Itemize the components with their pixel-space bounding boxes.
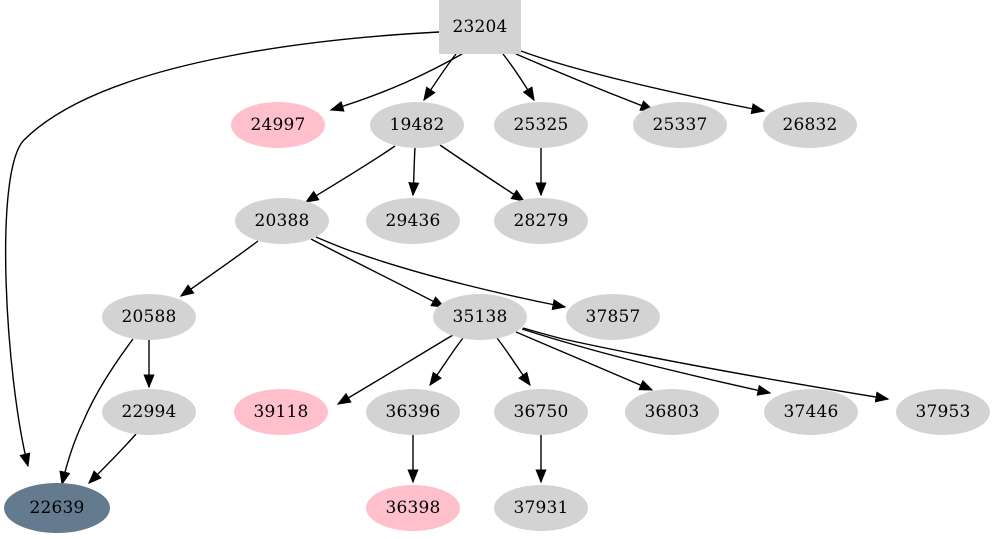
graph-edge bbox=[522, 327, 890, 403]
graph-edge bbox=[310, 238, 446, 308]
graph-edge bbox=[521, 328, 772, 396]
graph-node-label: 36750 bbox=[513, 401, 569, 422]
graph-node-label: 26832 bbox=[782, 114, 838, 135]
graph-edge bbox=[423, 53, 457, 102]
graph-edge bbox=[520, 50, 766, 115]
graph-node-36398[interactable]: 36398 bbox=[366, 485, 460, 531]
graph-node-22639[interactable]: 22639 bbox=[4, 483, 110, 533]
graph-node-label: 25325 bbox=[513, 114, 569, 135]
graph-node-label: 36803 bbox=[644, 401, 700, 422]
graph-node-29436[interactable]: 29436 bbox=[366, 198, 460, 244]
graph-node-label: 37446 bbox=[783, 401, 839, 422]
graph-node-label: 20588 bbox=[121, 306, 177, 327]
graph-node-label: 28279 bbox=[513, 210, 569, 231]
graph-edge bbox=[502, 53, 535, 102]
graph-edge bbox=[304, 145, 396, 203]
graph-node-label: 36398 bbox=[385, 497, 441, 518]
graph-node-39118[interactable]: 39118 bbox=[234, 389, 328, 435]
graph-node-label: 37953 bbox=[915, 401, 971, 422]
graph-edge bbox=[179, 240, 259, 297]
graph-node-label: 25337 bbox=[652, 114, 708, 135]
graph-node-label: 39118 bbox=[253, 401, 309, 422]
graph-node-label: 35138 bbox=[452, 306, 508, 327]
graph-node-label: 36396 bbox=[385, 401, 441, 422]
graph-node-25325[interactable]: 25325 bbox=[494, 102, 588, 148]
graph-node-36396[interactable]: 36396 bbox=[366, 389, 460, 435]
graph-node-36750[interactable]: 36750 bbox=[494, 389, 588, 435]
graph-node-28279[interactable]: 28279 bbox=[494, 198, 588, 244]
graph-node-25337[interactable]: 25337 bbox=[633, 102, 727, 148]
graph-node-37857[interactable]: 37857 bbox=[566, 294, 660, 340]
graph-node-label: 19482 bbox=[389, 114, 445, 135]
graph-node-label: 37857 bbox=[585, 306, 641, 327]
graph-node-37446[interactable]: 37446 bbox=[764, 389, 858, 435]
graph-node-label: 24997 bbox=[250, 114, 306, 135]
graph-node-37953[interactable]: 37953 bbox=[896, 389, 990, 435]
graph-node-37931[interactable]: 37931 bbox=[494, 485, 588, 531]
graph-edge bbox=[4, 31, 440, 468]
graph-node-label: 22994 bbox=[121, 401, 177, 422]
graph-node-22994[interactable]: 22994 bbox=[102, 389, 196, 435]
graph-node-35138[interactable]: 35138 bbox=[433, 294, 527, 340]
graph-node-36803[interactable]: 36803 bbox=[625, 389, 719, 435]
graph-edge bbox=[408, 147, 420, 197]
graph-node-23204[interactable]: 23204 bbox=[439, 0, 521, 54]
graph-node-label: 20388 bbox=[254, 210, 310, 231]
graph-edge bbox=[336, 334, 454, 405]
graph-edge bbox=[429, 337, 464, 387]
graph-node-26832[interactable]: 26832 bbox=[763, 102, 857, 148]
graph-node-20588[interactable]: 20588 bbox=[102, 294, 196, 340]
graph-edge bbox=[315, 236, 567, 311]
graph-node-20388[interactable]: 20388 bbox=[235, 198, 329, 244]
graph-node-label: 23204 bbox=[452, 16, 508, 37]
edge-group bbox=[4, 31, 890, 486]
graph-edge bbox=[496, 337, 531, 387]
graph-edge bbox=[59, 338, 134, 486]
graph-edge bbox=[515, 331, 654, 391]
graph-edge bbox=[329, 53, 463, 112]
graph-node-19482[interactable]: 19482 bbox=[370, 102, 464, 148]
graph-edge bbox=[515, 53, 655, 111]
graph-node-label: 29436 bbox=[385, 210, 441, 231]
graph-node-label: 22639 bbox=[29, 497, 85, 518]
graph-node-24997[interactable]: 24997 bbox=[231, 102, 325, 148]
graph-node-label: 37931 bbox=[513, 497, 569, 518]
graph-edge bbox=[88, 433, 137, 484]
graph-edge bbox=[439, 144, 526, 202]
